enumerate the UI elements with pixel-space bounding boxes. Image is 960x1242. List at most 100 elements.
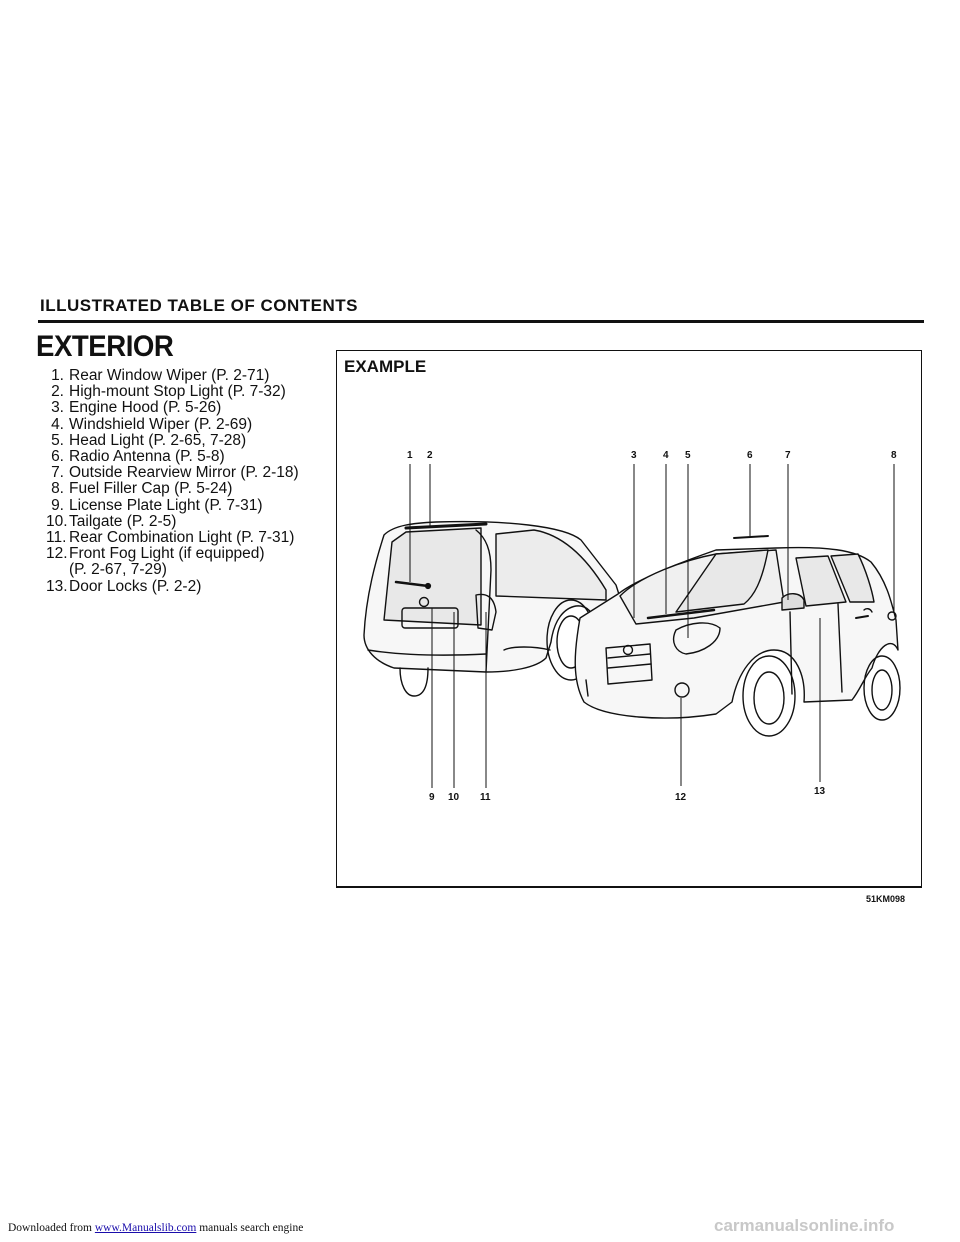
list-item: 13.Door Locks (P. 2-2) — [46, 577, 326, 595]
callout-number: 2 — [427, 450, 433, 461]
item-number: 13. — [46, 577, 68, 595]
figure-code: 51KM098 — [866, 894, 906, 904]
rear-combination-light — [475, 593, 497, 631]
item-text: Fuel Filler Cap (P. 5-24) — [69, 480, 233, 498]
callout-number: 5 — [685, 450, 691, 461]
windshield — [675, 549, 769, 613]
list-item: 9. License Plate Light (P. 7-31) — [46, 496, 326, 514]
item-text: Outside Rearview Mirror (P. 2-18) — [69, 464, 299, 482]
section-title: ILLUSTRATED TABLE OF CONTENTS — [40, 296, 358, 315]
callout-number: 9 — [429, 792, 435, 803]
rear-tire-left — [399, 667, 429, 697]
item-text: Windshield Wiper (P. 2-69) — [69, 415, 253, 433]
car-illustration: 1 2 3 4 5 6 7 8 9 10 11 12 13 — [363, 450, 901, 803]
fuel-filler-cap — [887, 611, 897, 621]
callout-number: 11 — [480, 792, 491, 803]
door-lock — [855, 615, 869, 619]
item-text: High-mount Stop Light (P. 7-32) — [69, 383, 286, 401]
list-item: 2. High-mount Stop Light (P. 7-32) — [46, 384, 326, 400]
item-text: Door Locks (P. 2-2) — [69, 577, 202, 595]
item-number: 11. — [46, 529, 67, 547]
front-grille — [605, 643, 653, 685]
list-item: 5. Head Light (P. 2-65, 7-28) — [46, 431, 326, 449]
item-number: 1. — [51, 367, 64, 384]
figure-label: EXAMPLE — [344, 357, 427, 376]
wiper-pivot — [424, 582, 432, 590]
item-number: 10. — [46, 512, 68, 530]
watermark: carmanualsonline.info — [714, 1216, 895, 1235]
item-number: 2. — [51, 383, 64, 401]
door-lines — [789, 603, 843, 695]
callout-number: 8 — [891, 450, 897, 461]
figure-frame — [336, 350, 922, 888]
callout-number: 12 — [675, 792, 687, 803]
list-item-continuation: (P. 2-67, 7-29) — [46, 562, 326, 578]
footer-prefix: Downloaded from — [8, 1222, 95, 1234]
front-tire — [742, 655, 796, 737]
footer-download-note: Downloaded from www.Manualslib.com manua… — [8, 1222, 303, 1234]
item-text: Rear Combination Light (P. 7-31) — [69, 529, 295, 547]
front-car — [574, 535, 901, 737]
callout-number: 10 — [448, 792, 460, 803]
front-fog-light — [674, 682, 690, 698]
rear-bumper-line — [367, 649, 487, 656]
callout-number: 3 — [631, 450, 637, 461]
rear-side-window — [830, 553, 875, 603]
list-item: 7. Outside Rearview Mirror (P. 2-18) — [46, 465, 326, 481]
front-wheel-hub — [753, 671, 785, 725]
callout-number: 4 — [663, 450, 669, 461]
list-item: 11.Rear Combination Light (P. 7-31) — [46, 529, 326, 547]
item-number: 6. — [51, 448, 64, 466]
item-number: 12. — [46, 545, 68, 563]
page-heading: EXTERIOR — [36, 330, 174, 363]
item-number: 5. — [51, 431, 64, 449]
header-rule — [38, 320, 924, 323]
rear-wiper — [394, 580, 430, 588]
leader-lines — [409, 464, 895, 788]
fog-light-left — [585, 679, 589, 697]
item-text: Tailgate (P. 2-5) — [69, 512, 177, 530]
list-item: 10.Tailgate (P. 2-5) — [46, 512, 326, 530]
stop-light — [404, 522, 488, 530]
radio-antenna — [733, 535, 769, 539]
callout-numbers: 1 2 3 4 5 6 7 8 9 10 11 12 13 — [407, 450, 897, 803]
tailgate-edge — [475, 529, 492, 673]
rear-window — [383, 527, 482, 626]
list-item: 4. Windshield Wiper (P. 2-69) — [46, 415, 326, 433]
list-item: 12.Front Fog Light (if equipped) — [46, 546, 326, 562]
rear-wheel-hub — [871, 669, 893, 711]
item-text: License Plate Light (P. 7-31) — [69, 496, 263, 514]
item-text: Front Fog Light (if equipped) — [69, 545, 265, 563]
item-number: 8. — [51, 480, 64, 498]
footer-suffix: manuals search engine — [196, 1222, 304, 1234]
item-number: 3. — [51, 399, 64, 417]
rear-tire — [863, 655, 901, 721]
callout-number: 13 — [814, 786, 826, 797]
item-text: Rear Window Wiper (P. 2-71) — [69, 367, 270, 384]
item-text: Head Light (P. 2-65, 7-28) — [69, 431, 247, 449]
windshield-wiper — [646, 608, 716, 620]
rear-exhaust — [503, 646, 551, 651]
list-item: 3. Engine Hood (P. 5-26) — [46, 400, 326, 416]
item-number: 9. — [51, 496, 64, 514]
item-text: (P. 2-67, 7-29) — [69, 561, 167, 579]
list-item: 1. Rear Window Wiper (P. 2-71) — [46, 367, 326, 384]
front-side-window — [795, 555, 847, 607]
front-emblem — [622, 644, 634, 656]
door-lock-cylinder — [863, 607, 873, 613]
item-number: 4. — [51, 415, 64, 433]
callout-number: 1 — [407, 450, 413, 461]
license-plate — [401, 607, 459, 629]
side-window — [495, 529, 607, 601]
item-number: 7. — [51, 464, 64, 482]
head-light — [672, 622, 721, 655]
outside-mirror — [781, 593, 805, 611]
callout-number: 7 — [785, 450, 791, 461]
manualslib-link[interactable]: www.Manualslib.com — [94, 1222, 197, 1234]
rear-emblem — [418, 596, 430, 608]
callout-number: 6 — [747, 450, 753, 461]
grille-bars — [607, 653, 652, 669]
list-item: 8. Fuel Filler Cap (P. 5-24) — [46, 481, 326, 497]
list-item: 6.Radio Antenna (P. 5-8) — [46, 448, 326, 466]
item-text: Engine Hood (P. 5-26) — [69, 399, 222, 417]
